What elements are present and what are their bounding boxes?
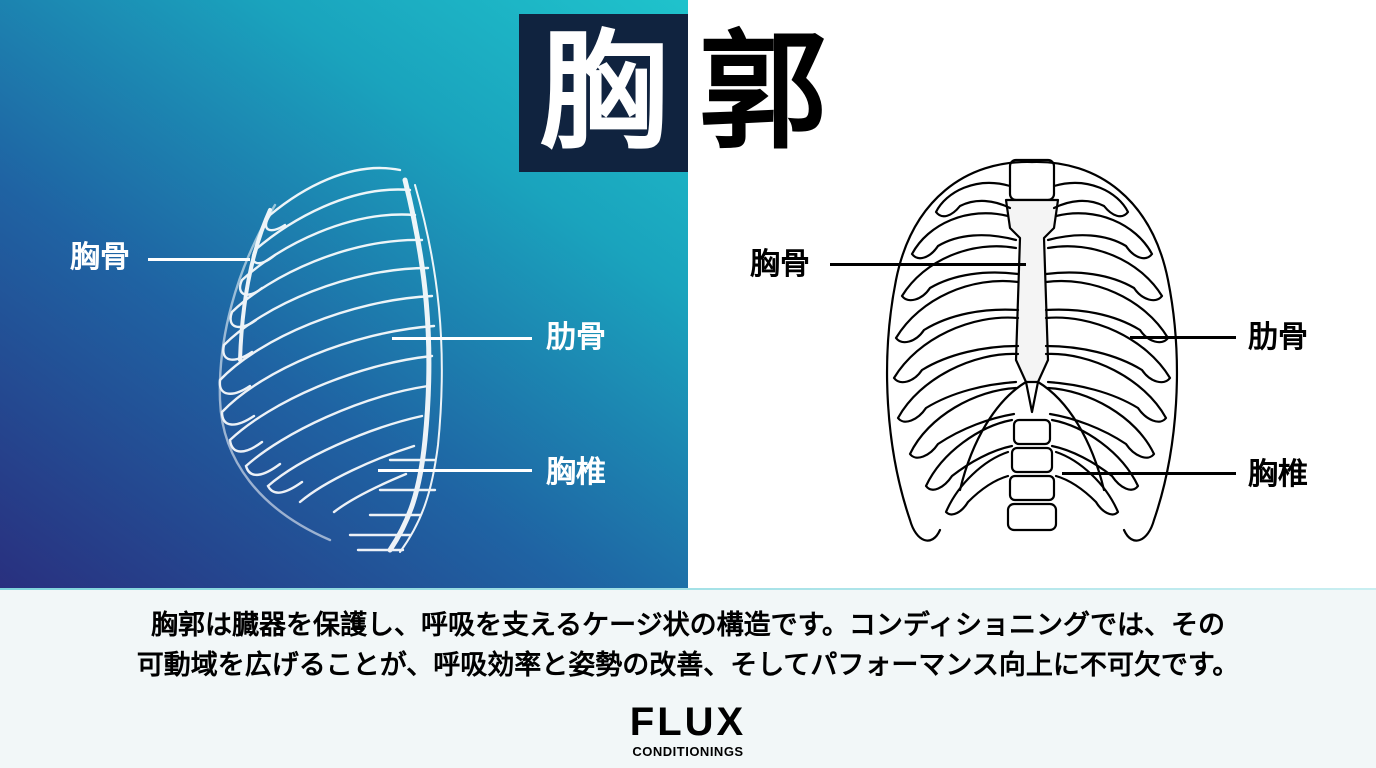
brand-logo: FLUX CONDITIONINGS xyxy=(588,702,788,760)
logo-wordmark: FLUX xyxy=(629,700,747,744)
footer-divider xyxy=(0,588,1376,590)
title-char-right: 郭 xyxy=(698,18,827,167)
ribcage-side-outline-icon xyxy=(218,166,443,553)
caption-line-1: 胸郭は臓器を保護し、呼吸を支えるケージ状の構造です。コンディショニングでは、その xyxy=(150,610,1226,641)
left-label-ribs: 肋骨 xyxy=(546,320,606,355)
caption-text: 胸郭は臓器を保護し、呼吸を支えるケージ状の構造です。コンディショニングでは、その… xyxy=(30,606,1346,686)
right-leader-line-sternum xyxy=(830,263,1026,266)
left-leader-line-ribs xyxy=(392,337,532,340)
right-label-sternum: 胸骨 xyxy=(750,247,810,282)
right-label-vertebrae: 胸椎 xyxy=(1248,457,1308,492)
left-label-vertebrae: 胸椎 xyxy=(546,455,606,490)
right-panel: 胸骨 肋骨 胸椎 xyxy=(688,0,1376,588)
ribcage-front-lineart-icon xyxy=(885,158,1179,542)
left-leader-line-vertebrae xyxy=(378,469,532,472)
left-label-sternum: 胸骨 xyxy=(70,240,130,275)
caption-line-2: 可動域を広げることが、呼吸効率と姿勢の改善、そしてパフォーマンス向上に不可欠です… xyxy=(136,650,1240,681)
right-leader-line-vertebrae xyxy=(1062,472,1236,475)
left-leader-line-sternum xyxy=(148,258,250,261)
title-char-left: 胸 xyxy=(519,14,688,172)
page-title: 胸 郭 xyxy=(519,14,838,172)
right-label-ribs: 肋骨 xyxy=(1248,320,1308,355)
logo-subtitle: CONDITIONINGS xyxy=(632,744,744,759)
right-leader-line-ribs xyxy=(1130,336,1236,339)
